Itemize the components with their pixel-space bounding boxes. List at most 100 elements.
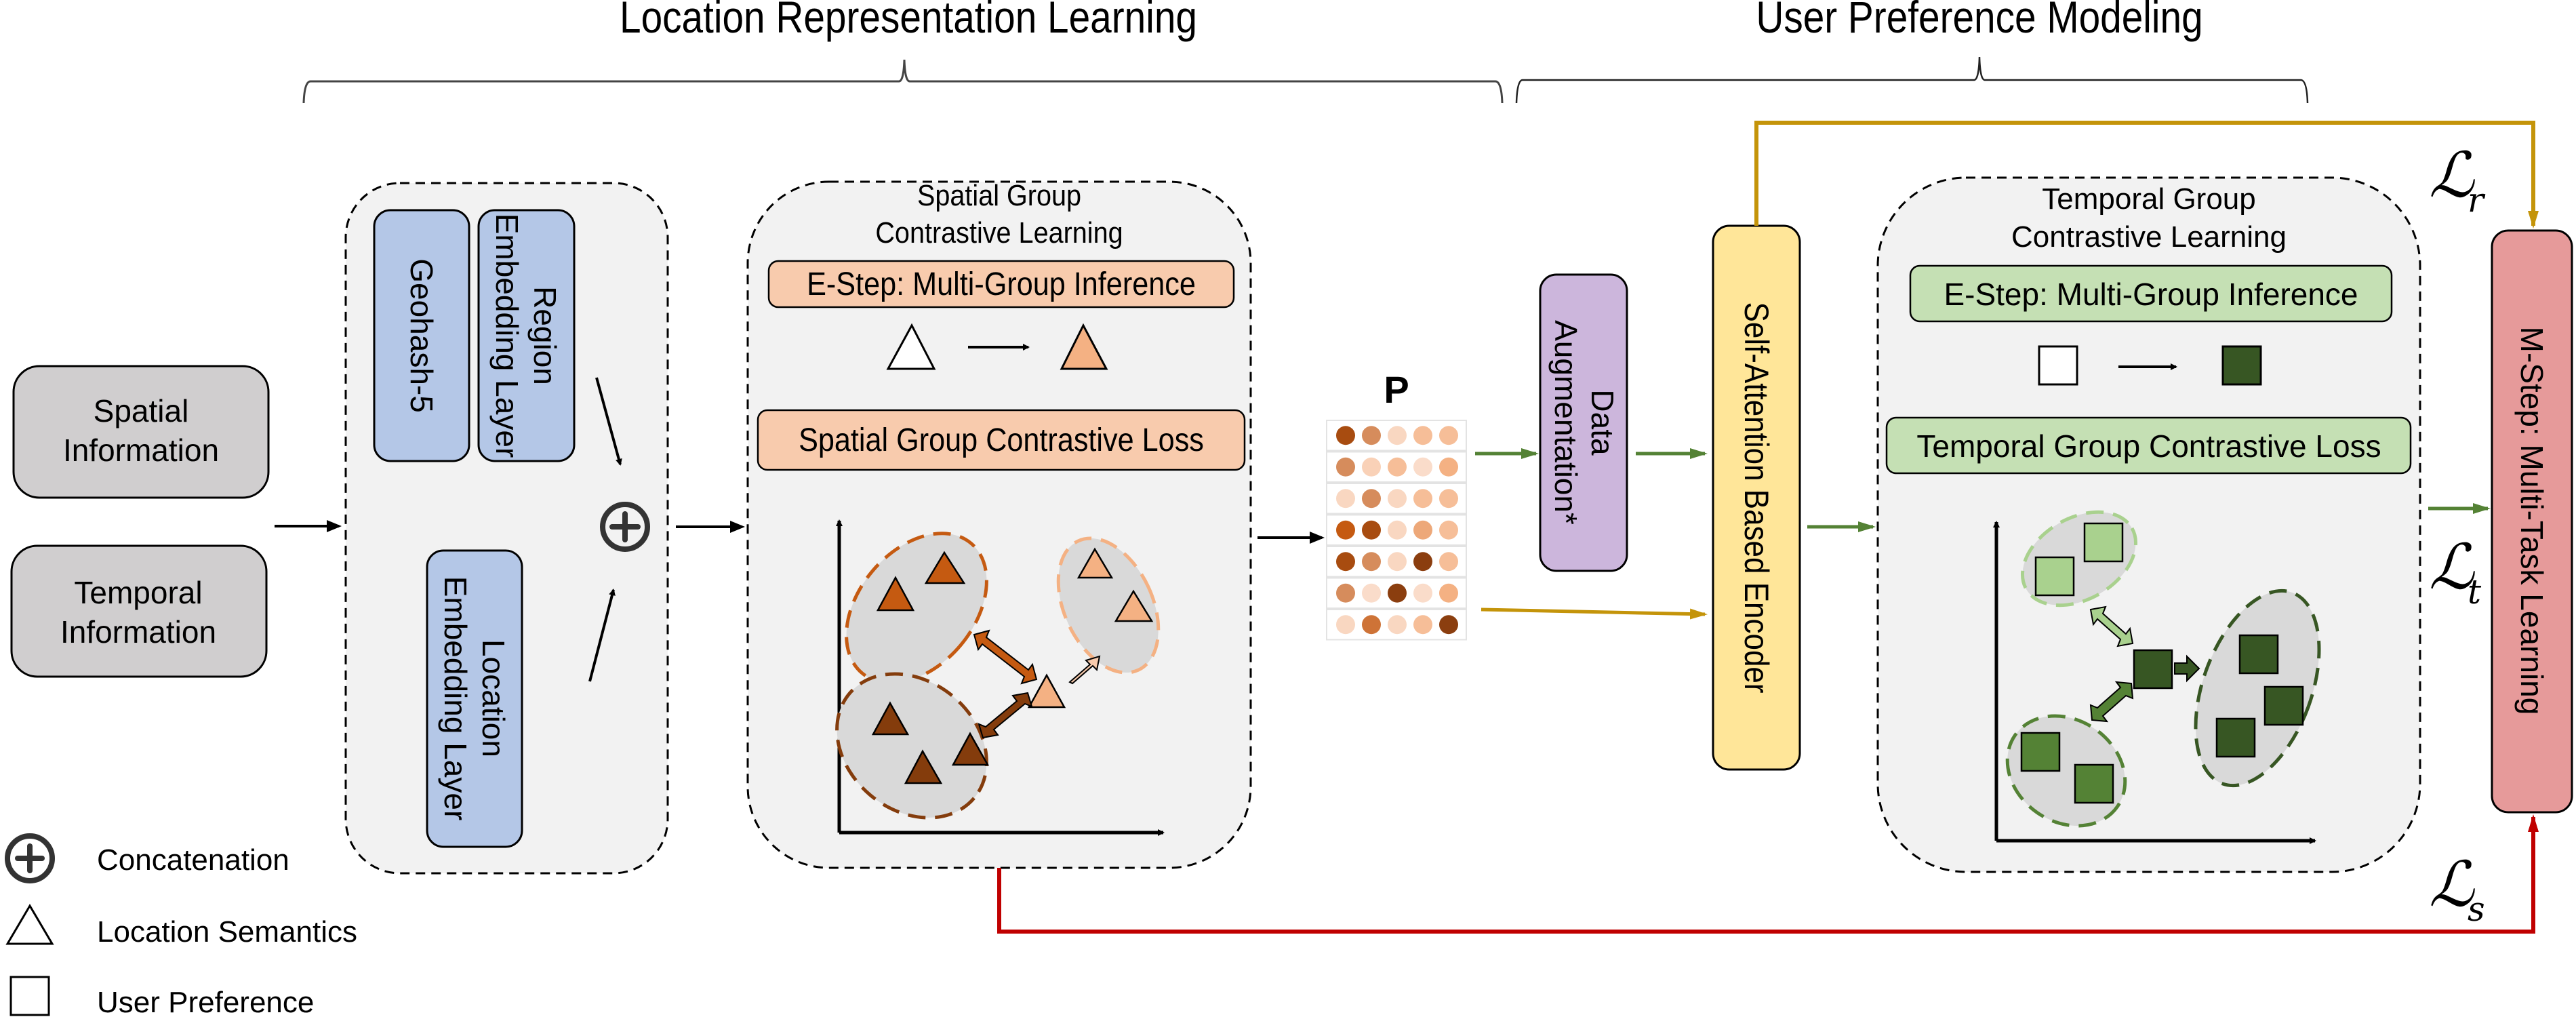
encoder-label: Self-Attention Based Encoder: [1737, 302, 1775, 693]
matrix-cell: [1336, 520, 1355, 540]
arrow-location-to-concat: [588, 589, 616, 682]
matrix-cell: [1413, 426, 1432, 445]
matrix-cell: [1439, 552, 1458, 572]
loss-s-connector: [997, 814, 2539, 934]
spatial-loss-box: Spatial Group Contrastive Loss: [757, 409, 1246, 471]
temporal-estep-label: E-Step: Multi-Group Inference: [1944, 277, 2358, 312]
temporal-loss-box: Temporal Group Contrastive Loss: [1885, 416, 2412, 475]
matrix-cell: [1336, 489, 1355, 509]
mstep-box: M-Step: Multi-Task Learning: [2491, 229, 2573, 814]
matrix-cell: [1413, 615, 1432, 635]
legend-label-concatenation: Concatenation: [97, 843, 289, 877]
matrix-cell: [1439, 583, 1458, 603]
geohash-box: Geohash-5: [373, 209, 470, 462]
temporal-cl-module: Temporal Group Contrastive Learning E-St…: [1876, 176, 2421, 873]
concatenation-icon: [600, 502, 650, 552]
matrix-cell: [1362, 583, 1381, 603]
section-title-location: Location Representation Learning: [620, 0, 1197, 43]
probability-matrix: [1326, 420, 1467, 641]
arrow-region-to-concat: [595, 377, 622, 466]
matrix-cell: [1388, 552, 1407, 572]
matrix-cell: [1413, 583, 1432, 603]
triangle-icon-filled: [1060, 323, 1108, 370]
region-label-2: Embedding Layer: [489, 214, 525, 458]
spatial-label-1: Spatial: [94, 393, 189, 428]
section-title-user: User Preference Modeling: [1756, 0, 2202, 43]
spatial-estep-box: E-Step: Multi-Group Inference: [767, 260, 1235, 308]
legend-item-user-preference: User Preference: [9, 976, 314, 1017]
temporal-embedding-plot: [1993, 510, 2321, 844]
matrix-cell: [1388, 583, 1407, 603]
temporal-loss-label: Temporal Group Contrastive Loss: [1916, 428, 2381, 464]
matrix-cell: [1336, 457, 1355, 477]
matrix-cell: [1362, 520, 1381, 540]
mstep-label: M-Step: Multi-Task Learning: [2514, 327, 2550, 715]
matrix-cell: [1336, 583, 1355, 603]
matrix-cell: [1413, 520, 1432, 540]
matrix-cell: [1413, 457, 1432, 477]
svg-text:r: r: [2468, 180, 2486, 220]
legend-label-user-preference: User Preference: [97, 986, 314, 1017]
arrow-matrix-to-encoder: [1481, 607, 1708, 620]
loss-r-connector: [1754, 121, 2539, 228]
loss-r-symbol: ℒ r: [2429, 139, 2486, 220]
matrix-cell: [1439, 426, 1458, 445]
matrix-cell: [1336, 426, 1355, 445]
square-icon-empty: [2038, 345, 2078, 386]
temporal-label-2: Information: [60, 614, 216, 650]
spatial-cl-module: Spatial Group Contrastive Learning E-Ste…: [746, 178, 1252, 869]
matrix-cell: [1439, 615, 1458, 635]
spatial-label-2: Information: [63, 433, 219, 468]
region-embedding-box: Region Embedding Layer: [477, 209, 576, 462]
matrix-cell: [1388, 426, 1407, 445]
matrix-label: P: [1384, 368, 1409, 411]
matrix-cell: [1362, 426, 1381, 445]
legend-label-location-semantics: Location Semantics: [97, 915, 357, 949]
matrix-cell: [1439, 457, 1458, 477]
svg-text:ℒ: ℒ: [2429, 531, 2475, 603]
matrix-cell: [1362, 489, 1381, 509]
matrix-cell: [1362, 552, 1381, 572]
spatial-loss-label: Spatial Group Contrastive Loss: [799, 422, 1204, 458]
temporal-cl-title-1: Temporal Group: [2042, 182, 2255, 216]
matrix-cell: [1439, 489, 1458, 509]
svg-text:ℒ: ℒ: [2429, 139, 2475, 212]
matrix-cell: [1336, 615, 1355, 635]
loss-t-symbol: ℒ t: [2429, 531, 2482, 612]
concatenation-icon: [5, 833, 55, 883]
geohash-label: Geohash-5: [404, 258, 439, 413]
matrix-cell: [1439, 520, 1458, 540]
bracket-user: [1515, 56, 2309, 104]
matrix-cell: [1362, 457, 1381, 477]
location-embedding-box: Location Embedding Layer: [426, 549, 523, 848]
embedding-module: Geohash-5 Region Embedding Layer Locatio…: [344, 182, 669, 875]
svg-text:ℒ: ℒ: [2429, 848, 2475, 921]
spatial-cl-title-2: Contrastive Learning: [875, 216, 1123, 249]
loss-s-symbol: ℒ s: [2429, 848, 2485, 929]
data-augmentation-label-2: Augmentation*: [1548, 320, 1584, 525]
svg-text:t: t: [2468, 572, 2482, 612]
data-augmentation-box: Data Augmentation*: [1539, 273, 1628, 572]
location-label-1: Location: [476, 639, 511, 757]
triangle-icon-empty: [886, 323, 936, 370]
matrix-cell: [1413, 489, 1432, 509]
region-label-1: Region: [527, 286, 563, 385]
matrix-cell: [1413, 552, 1432, 572]
matrix-cell: [1362, 615, 1381, 635]
bracket-location: [302, 59, 1504, 104]
legend-item-concatenation: Concatenation: [5, 833, 289, 883]
data-augmentation-label-1: Data: [1585, 389, 1620, 456]
spatial-information-box: Spatial Information: [12, 365, 270, 499]
svg-text:s: s: [2468, 890, 2485, 929]
matrix-cell: [1388, 457, 1407, 477]
spatial-cl-title-1: Spatial Group: [917, 178, 1081, 212]
matrix-cell: [1388, 489, 1407, 509]
spatial-estep-label: E-Step: Multi-Group Inference: [807, 266, 1196, 302]
self-attention-encoder-box: Self-Attention Based Encoder: [1712, 224, 1801, 771]
matrix-cell: [1388, 615, 1407, 635]
temporal-estep-box: E-Step: Multi-Group Inference: [1909, 264, 2393, 323]
square-icon: [9, 976, 50, 1016]
temporal-information-box: Temporal Information: [10, 544, 268, 678]
spatial-embedding-plot: [835, 519, 1165, 836]
